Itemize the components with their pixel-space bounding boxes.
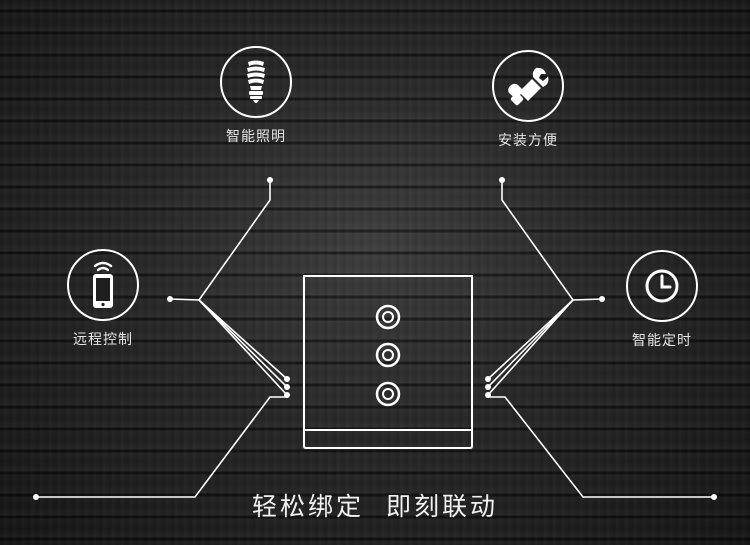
feature-lighting: 智能照明 (196, 46, 316, 146)
connector-dot (167, 296, 173, 302)
timer-icon-circle (626, 250, 698, 322)
switch-button-2 (375, 342, 401, 368)
install-icon-circle (492, 50, 564, 122)
tagline-part2: 即刻联动 (386, 492, 499, 521)
switch-button-1 (375, 304, 401, 330)
timer-label: 智能定时 (632, 333, 692, 349)
connector-dot (267, 177, 273, 183)
connector-dot (485, 384, 491, 390)
connector-dot (33, 494, 39, 500)
light-bulb-icon (247, 60, 265, 103)
connector-dot (711, 494, 717, 500)
connector-dot (485, 376, 491, 382)
wrench-hand-icon (508, 67, 549, 106)
feature-install: 安装方便 (468, 50, 588, 150)
connector-dot (599, 296, 605, 302)
switch-panel (303, 275, 473, 449)
smartphone-wifi-icon (93, 261, 113, 308)
tagline: 轻松绑定即刻联动 (0, 487, 750, 523)
switch-button-3 (375, 381, 401, 407)
clock-icon (645, 269, 679, 303)
feature-timer: 智能定时 (602, 250, 722, 350)
lighting-icon-circle (220, 46, 292, 118)
feature-remote: 远程控制 (43, 249, 163, 349)
connector-dot (284, 392, 290, 398)
tagline-part1: 轻松绑定 (251, 492, 364, 521)
connector-dot (284, 384, 290, 390)
connector-dot (284, 376, 290, 382)
install-label: 安装方便 (498, 133, 558, 149)
lighting-label: 智能照明 (226, 129, 286, 145)
connector-dot (499, 177, 505, 183)
remote-label: 远程控制 (73, 332, 133, 348)
switch-buttons (375, 304, 401, 407)
connector-dot (485, 392, 491, 398)
remote-icon-circle (67, 249, 139, 321)
